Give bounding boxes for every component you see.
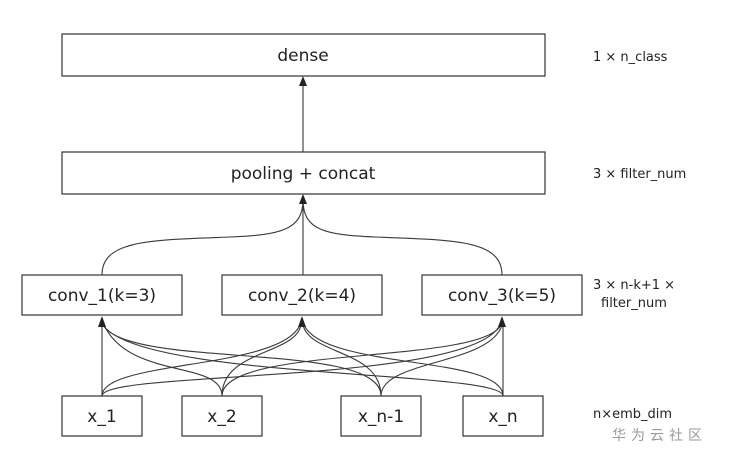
edge-x2-to-conv2 (221, 324, 302, 397)
arrowhead-pooling (299, 194, 307, 204)
arrowhead-conv1 (98, 316, 106, 327)
input-xn-1-label: x_n-1 (358, 407, 404, 427)
pooling-concat-box (61, 151, 546, 195)
input-x2-label: x_2 (207, 407, 236, 427)
watermark-text: 华为云社区 (612, 428, 707, 444)
arrowhead-dense (299, 76, 307, 86)
arrowhead-conv2 (298, 316, 306, 327)
edge-x1-to-conv2 (101, 324, 301, 397)
conv-shape-label-line2: filter_num (601, 296, 667, 311)
pooling-concat-label: pooling + concat (231, 164, 376, 184)
arrowhead-conv3 (498, 316, 506, 327)
conv1-label: conv_1(k=3) (48, 286, 156, 306)
edge-xn1-to-conv1 (102, 324, 382, 397)
conv3-box (421, 274, 583, 316)
edge-xn1-to-conv3 (380, 324, 503, 397)
edge-conv3-to-pooling (302, 199, 503, 276)
input-x1-label: x_1 (87, 407, 116, 427)
conv-shape-label-line1: 3 × n-k+1 × (593, 278, 675, 293)
dense-box (61, 33, 546, 77)
edge-x2-to-conv3 (221, 324, 502, 397)
dense-shape-label: 1 × n_class (593, 50, 668, 65)
input-x2-box (181, 395, 263, 437)
conv2-label: conv_2(k=4) (248, 286, 356, 306)
conv2-box (221, 274, 383, 316)
input-x1-box (61, 395, 143, 437)
edge-xn-to-conv2 (303, 324, 504, 397)
edge-x1-to-conv3 (101, 324, 501, 397)
input-xn-label: x_n (488, 407, 517, 427)
edge-xn1-to-conv2 (302, 324, 382, 397)
pooling-shape-label: 3 × filter_num (593, 167, 686, 182)
edge-x2-to-conv1 (103, 324, 223, 397)
dense-label: dense (277, 46, 328, 66)
edge-conv1-to-pooling (101, 199, 304, 276)
input-shape-label: n×emb_dim (593, 407, 672, 422)
input-xn-1-box (340, 395, 422, 437)
input-xn-box (462, 395, 544, 437)
conv3-label: conv_3(k=5) (448, 286, 556, 306)
